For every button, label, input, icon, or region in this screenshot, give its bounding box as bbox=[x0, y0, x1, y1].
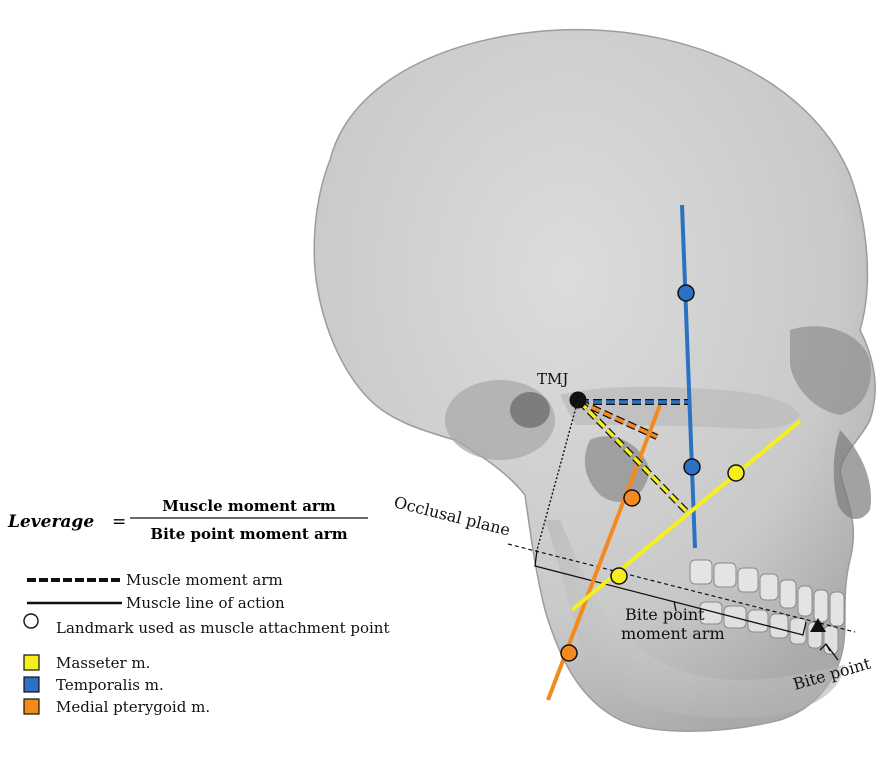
medial-pterygoid-landmark-upper bbox=[624, 490, 640, 506]
legend-moment-arm: Muscle moment arm bbox=[27, 571, 283, 589]
legend-line-of-action: Muscle line of action bbox=[27, 594, 285, 612]
temporalis-landmark-upper bbox=[678, 285, 694, 301]
occlusal-plane-label: Occlusal plane bbox=[392, 492, 512, 539]
masseter-landmark-upper bbox=[728, 465, 744, 481]
legend-landmark: Landmark used as muscle attachment point bbox=[24, 614, 389, 637]
legend-circle-icon bbox=[24, 614, 38, 628]
legend-temporalis: Temporalis m. bbox=[24, 676, 164, 694]
temporalis-landmark-lower bbox=[684, 459, 700, 475]
masseter-landmark-lower bbox=[611, 568, 627, 584]
medial-pterygoid-swatch bbox=[24, 699, 39, 714]
tmj-point bbox=[570, 392, 587, 409]
equation-denominator: Bite point moment arm bbox=[150, 525, 347, 543]
legend-medial-pterygoid-label: Medial pterygoid m. bbox=[56, 698, 210, 716]
legend-medial-pterygoid: Medial pterygoid m. bbox=[24, 698, 210, 716]
legend-landmark-label: Landmark used as muscle attachment point bbox=[56, 619, 389, 637]
legend-moment-arm-label: Muscle moment arm bbox=[126, 571, 283, 589]
leverage-equation: Leverage = Muscle moment arm Bite point … bbox=[7, 497, 368, 543]
skull-illustration bbox=[314, 30, 875, 732]
masseter-swatch bbox=[24, 655, 39, 670]
equation-equals: = bbox=[112, 512, 126, 532]
legend-line-of-action-label: Muscle line of action bbox=[126, 594, 285, 612]
legend: Muscle moment arm Muscle line of action … bbox=[24, 571, 389, 716]
temporalis-swatch bbox=[24, 677, 39, 692]
legend-masseter: Masseter m. bbox=[24, 654, 150, 672]
equation-lhs: Leverage bbox=[7, 512, 94, 532]
tmj-label: TMJ bbox=[537, 370, 568, 388]
bite-point-moment-arm-label-line1: Bite point bbox=[625, 605, 705, 624]
equation-numerator: Muscle moment arm bbox=[162, 497, 336, 515]
legend-masseter-label: Masseter m. bbox=[56, 654, 150, 672]
legend-temporalis-label: Temporalis m. bbox=[56, 676, 164, 694]
bite-point-moment-arm-label-line2: moment arm bbox=[621, 624, 725, 643]
medial-pterygoid-landmark-lower bbox=[561, 645, 577, 661]
ear-canal bbox=[510, 392, 550, 428]
